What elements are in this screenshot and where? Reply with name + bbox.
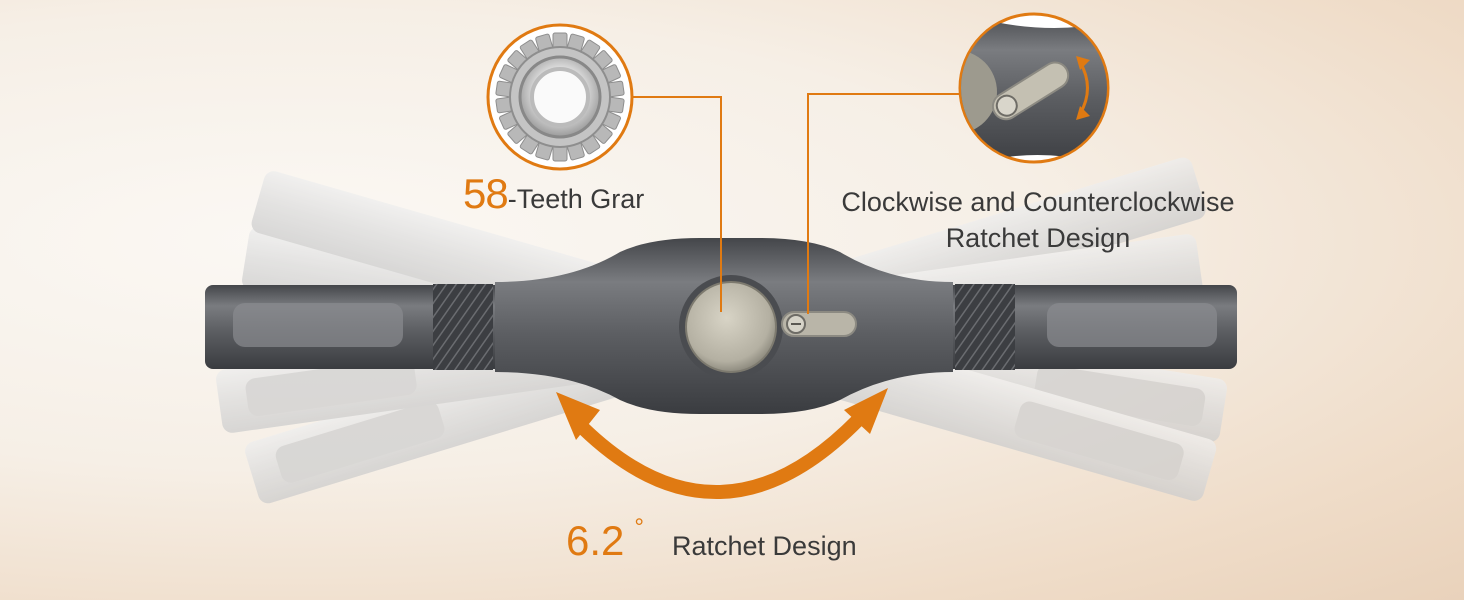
ratchet-angle-value: 6.2 bbox=[566, 517, 625, 564]
leader-line-switch bbox=[807, 93, 961, 314]
gear-detail-callout bbox=[486, 23, 634, 171]
ratchet-switch-icon bbox=[781, 311, 857, 337]
cw-callout-line1: Clockwise and Counterclockwise bbox=[841, 187, 1235, 217]
ratchet-angle-label: Ratchet Design bbox=[672, 531, 857, 561]
rotation-arrow-icon bbox=[556, 388, 888, 500]
teeth-count: 58 bbox=[463, 170, 509, 217]
teeth-label: -Teeth Grar bbox=[507, 184, 645, 214]
cw-callout-line2: Ratchet Design bbox=[945, 223, 1131, 253]
ratchet-disc bbox=[686, 282, 776, 372]
ratchet-angle-callout: 6.2 ° Ratchet Design bbox=[566, 510, 857, 564]
switch-detail-callout bbox=[958, 12, 1110, 164]
teeth-gear-callout: 58-Teeth Grar bbox=[463, 173, 645, 217]
cw-ccw-callout: Clockwise and Counterclockwise Ratchet D… bbox=[818, 184, 1258, 256]
tap-wrench bbox=[205, 238, 1237, 414]
ratchet-angle-unit: ° bbox=[634, 514, 644, 541]
gear-icon bbox=[495, 32, 625, 162]
leader-line-gear bbox=[630, 96, 722, 312]
